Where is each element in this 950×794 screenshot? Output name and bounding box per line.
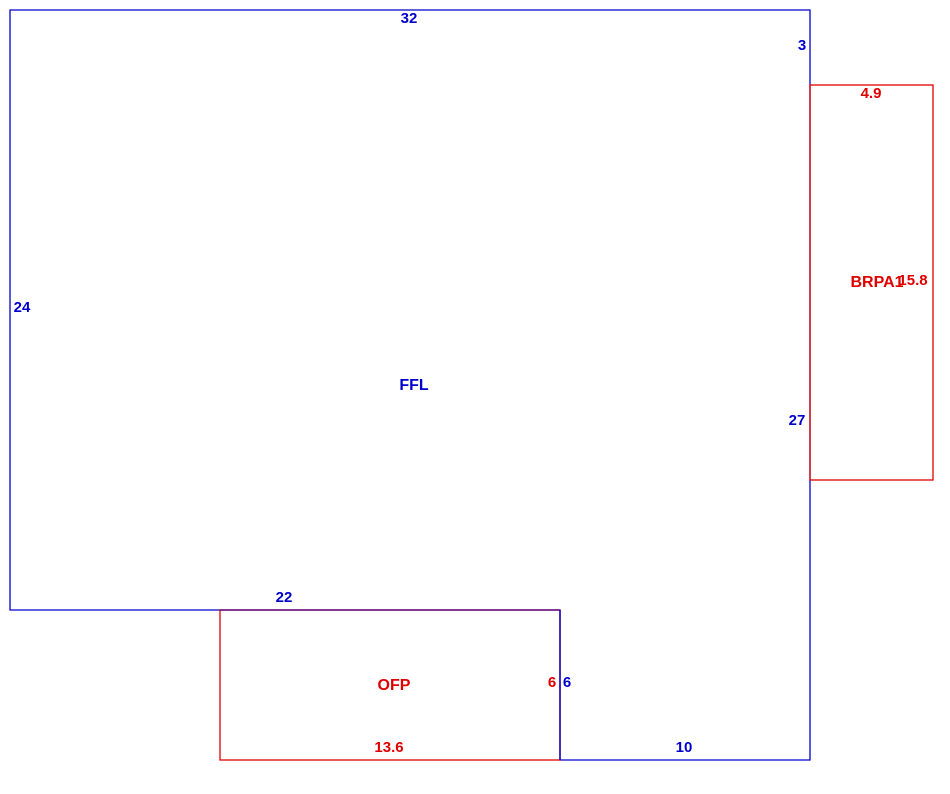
- brpa-dim-top: 4.9: [861, 85, 882, 102]
- ffl-dim-top: 32: [401, 10, 418, 27]
- brpa-dim-side: 15.8: [898, 272, 927, 289]
- ffl-dim-step-inner: 6: [563, 674, 571, 691]
- ofp-area: [219, 609, 561, 761]
- ffl-dim-right-upper: 3: [798, 37, 806, 54]
- ffl-dim-step-top: 22: [276, 589, 293, 606]
- brpa-area-label: BRPA1: [850, 274, 903, 291]
- ofp-dim-side: 6: [548, 674, 556, 691]
- ffl-area-label: FFL: [399, 377, 429, 394]
- ofp-area-label: OFP: [378, 677, 411, 694]
- brpa-outline[interactable]: [809, 84, 934, 481]
- ffl-dim-bottom: 10: [676, 739, 693, 756]
- ofp-dim-bottom: 13.6: [374, 739, 403, 756]
- ffl-dim-left: 24: [14, 299, 31, 316]
- brpa-area: [809, 84, 934, 481]
- ffl-dim-right-lower: 27: [789, 412, 806, 429]
